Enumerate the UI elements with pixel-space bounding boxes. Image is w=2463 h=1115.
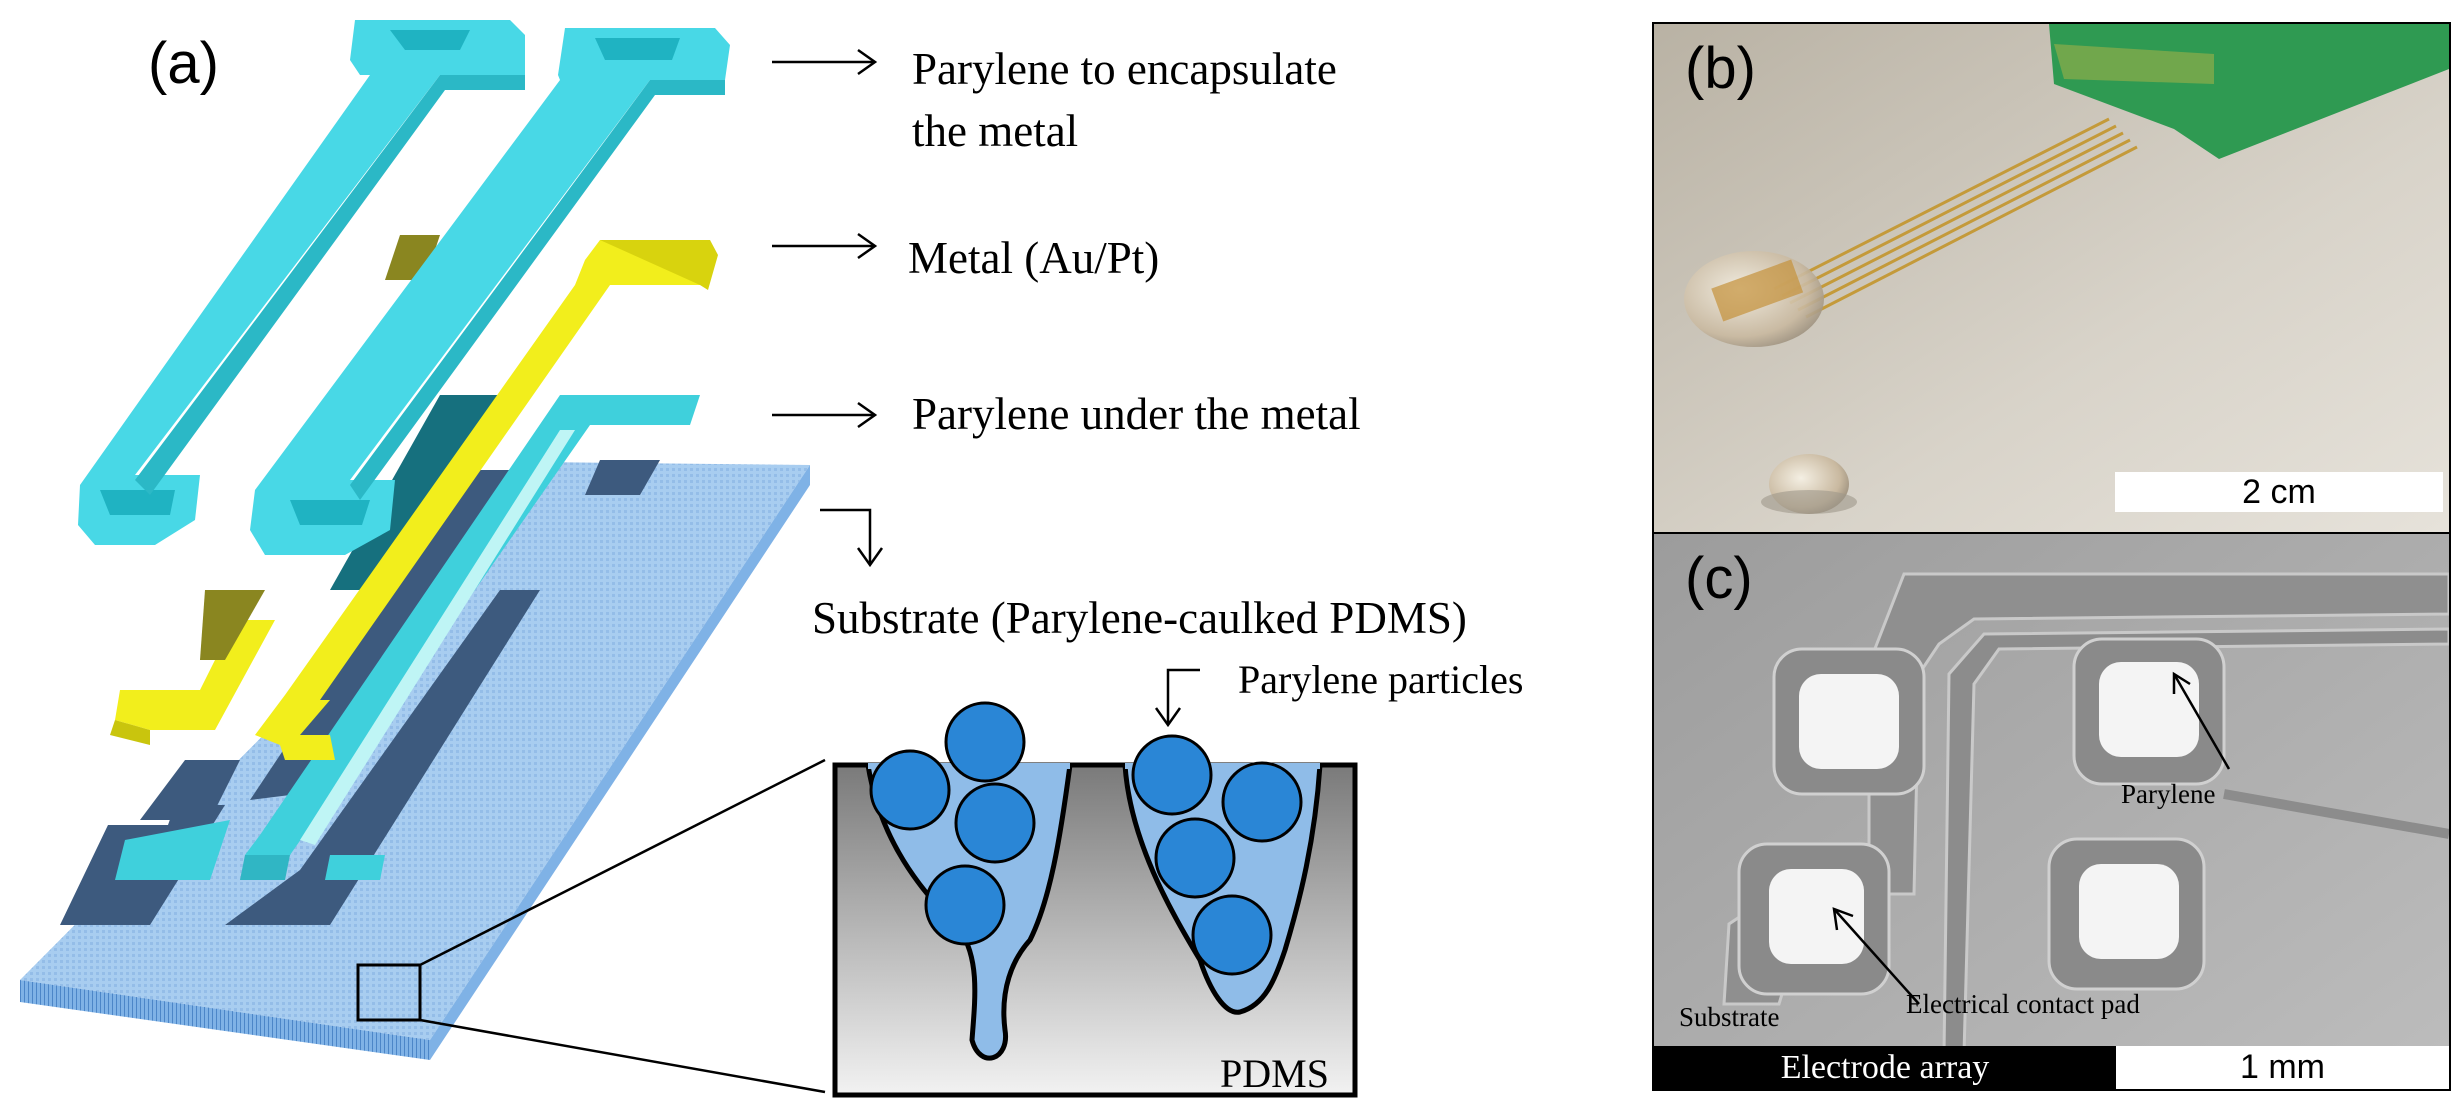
parylene-encapsulation-layer [78, 20, 730, 555]
zoom-line-top [419, 758, 826, 967]
annotation-arrows [1832, 671, 2231, 1005]
annotation-parylene: Parylene [2121, 779, 2216, 809]
scale-bar-b: 2 cm [2115, 472, 2443, 512]
photo-panel-b: 2 cm [1652, 22, 2451, 534]
layer-label-encapsulation-line1: Parylene to encapsulate [912, 44, 1337, 94]
zoom-box [356, 963, 422, 1022]
inset-label-particles: Parylene particles [1238, 657, 1524, 702]
layer-label-metal: Metal (Au/Pt) [908, 233, 1160, 283]
layer-label-encapsulation-line2: the metal [912, 106, 1079, 156]
parylene-under-layer [115, 395, 700, 880]
cross-section-inset [832, 701, 1358, 1098]
gold-traces [1773, 117, 2138, 319]
layer-label-substrate: Substrate (Parylene-caulked PDMS) [812, 593, 1467, 643]
panel-b-label: (b) [1685, 36, 1756, 101]
inset-label-pdms: PDMS [1220, 1051, 1329, 1096]
annotation-contact-pad: Electrical contact pad [1906, 989, 2140, 1019]
contact-pads [1737, 637, 2226, 996]
layer-label-encapsulation: Parylene to encapsulate the metal [912, 38, 1337, 162]
device-photo [1654, 24, 2449, 532]
panel-a-label: (a) [148, 31, 219, 96]
zoom-line-bottom [419, 1018, 826, 1094]
substrate-layer [20, 460, 810, 1060]
annotation-substrate: Substrate [1679, 1002, 1780, 1032]
parylene-particles [869, 701, 1303, 976]
sem-panel-c: Parylene Electrical contact pad Substrat… [1652, 532, 2451, 1091]
caption-electrode-array: Electrode array [1654, 1046, 2116, 1089]
label-arrows [772, 48, 1200, 728]
sem-image [1654, 534, 2449, 1089]
layer-label-parylene-under: Parylene under the metal [912, 389, 1361, 439]
panel-c-label: (c) [1685, 546, 1753, 611]
scale-bar-c: 1 mm [2116, 1046, 2449, 1089]
metal-layer [110, 235, 718, 760]
exploded-layer-diagram [20, 20, 1358, 1098]
